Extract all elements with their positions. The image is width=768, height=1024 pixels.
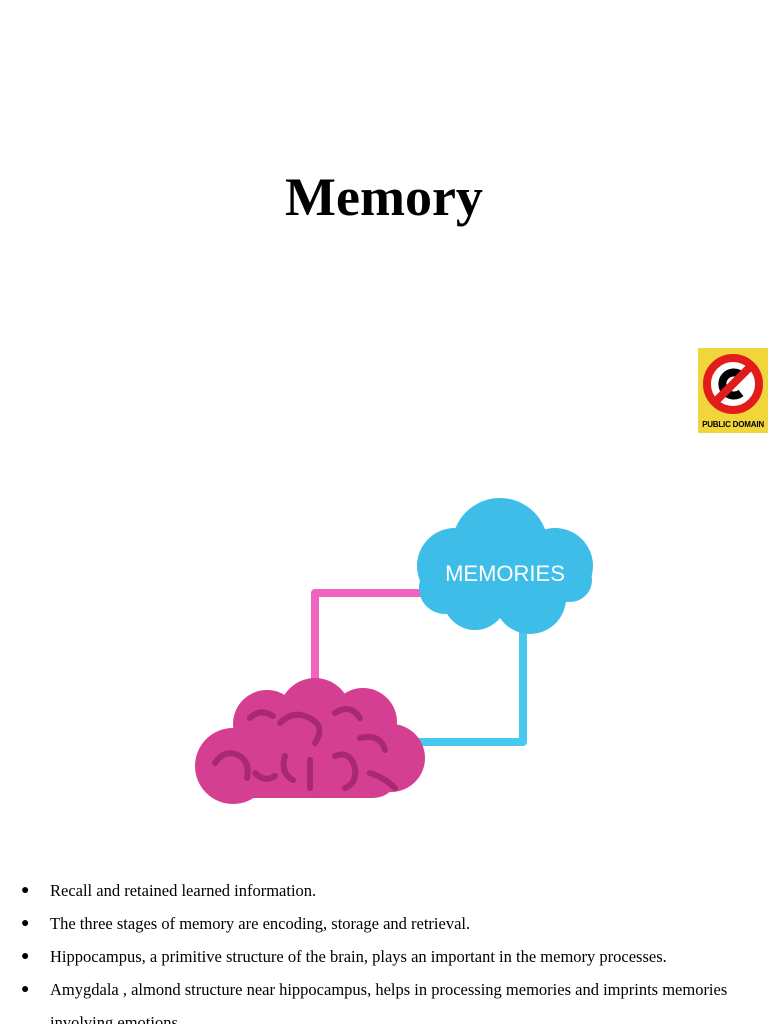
list-item: ●Recall and retained learned information… xyxy=(18,874,758,907)
blue-connector-line xyxy=(405,623,527,746)
bullet-icon: ● xyxy=(21,982,30,997)
page-title: Memory xyxy=(285,167,483,227)
bullet-icon: ● xyxy=(21,883,30,898)
cloud-label: MEMORIES xyxy=(445,561,565,586)
public-domain-badge: PUBLIC DOMAIN xyxy=(698,348,768,433)
cloud-icon xyxy=(417,498,593,634)
bullet-list: ●Recall and retained learned information… xyxy=(18,874,758,1024)
list-item: ●Hippocampus, a primitive structure of t… xyxy=(18,940,758,973)
memories-illustration: MEMORIES xyxy=(195,498,593,804)
bullet-icon: ● xyxy=(21,916,30,931)
no-copyright-icon xyxy=(703,354,763,414)
pink-connector-line xyxy=(311,589,450,700)
list-item: ●Amygdala , almond structure near hippoc… xyxy=(18,973,758,1024)
bullet-icon: ● xyxy=(21,949,30,964)
brain-icon xyxy=(195,678,425,804)
list-item: ●The three stages of memory are encoding… xyxy=(18,907,758,940)
public-domain-label: PUBLIC DOMAIN xyxy=(702,420,764,429)
